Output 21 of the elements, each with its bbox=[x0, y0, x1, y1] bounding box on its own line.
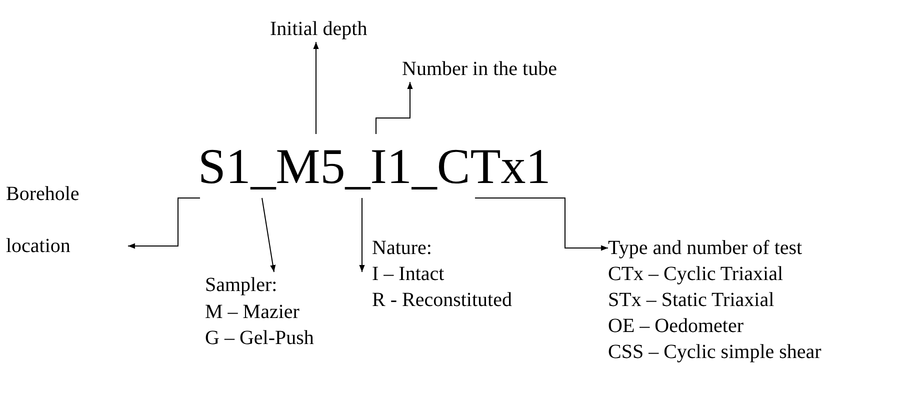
leader-arrow bbox=[376, 82, 413, 134]
group-heading: Sampler: bbox=[205, 273, 278, 298]
code-definition: G – Gel-Push bbox=[205, 326, 315, 351]
leader-arrow bbox=[262, 198, 276, 272]
code-definition: OE – Oedometer bbox=[608, 314, 745, 339]
group-heading: Nature: bbox=[372, 236, 433, 261]
code-definition: CSS – Cyclic simple shear bbox=[608, 340, 822, 365]
leader-arrow bbox=[474, 198, 608, 251]
leader-arrow bbox=[359, 198, 365, 272]
group-heading: Type and number of test bbox=[608, 236, 804, 261]
code-definition: I – Intact bbox=[372, 262, 446, 287]
field-label: Borehole location bbox=[6, 182, 80, 259]
leader-arrow bbox=[313, 42, 319, 134]
code-definition: R - Reconstituted bbox=[372, 288, 513, 313]
code-label: S1_M5_I1_CTx1 bbox=[198, 137, 552, 196]
leader-arrow bbox=[128, 198, 200, 249]
code-definition: M – Mazier bbox=[205, 300, 300, 324]
code-definition: CTx – Cyclic Triaxial bbox=[608, 262, 784, 287]
code-definition: STx – Static Triaxial bbox=[608, 288, 776, 313]
field-label: Number in the tube bbox=[402, 57, 558, 82]
field-label: Initial depth bbox=[270, 17, 368, 42]
